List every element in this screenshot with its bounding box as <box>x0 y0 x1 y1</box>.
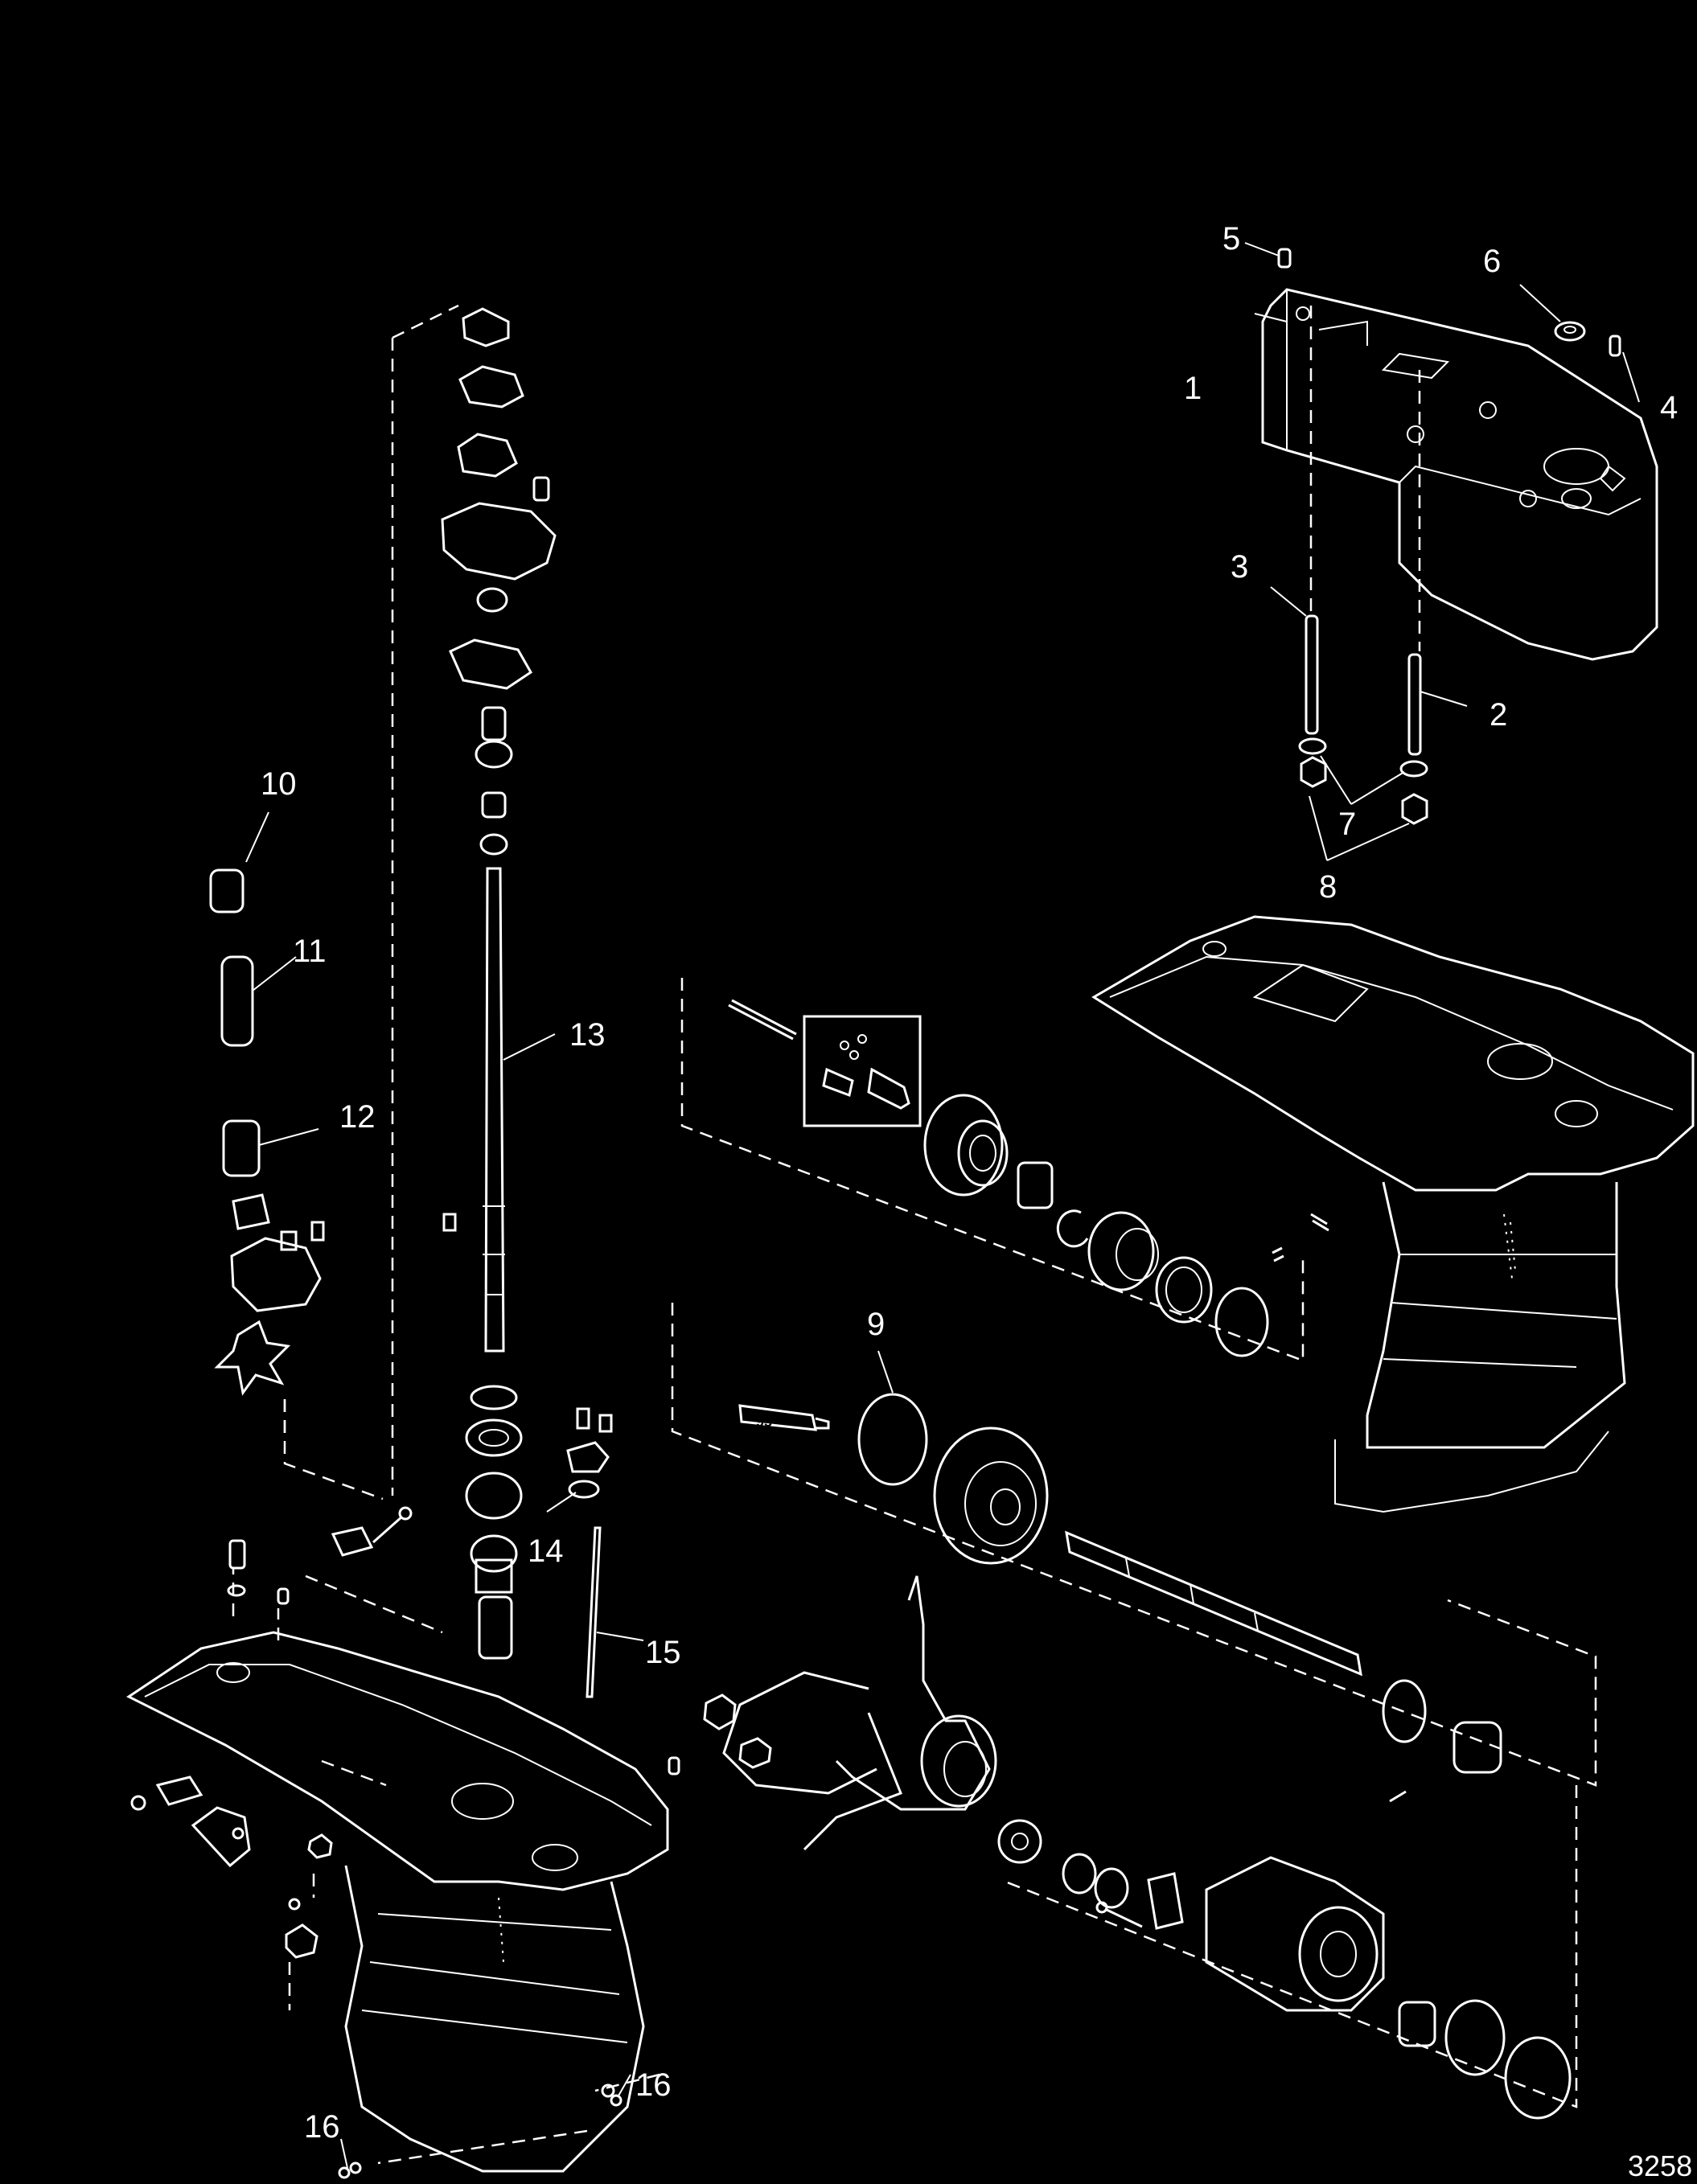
propeller <box>722 1575 997 1851</box>
tapered-bearing <box>1087 1211 1159 1291</box>
shift-shaft-o-ring-14 <box>568 1480 600 1499</box>
seal-lower <box>479 833 508 856</box>
plug-left <box>277 1587 290 1605</box>
dowel-pin-4 <box>1609 335 1621 357</box>
washers-nuts-7-8 <box>1298 737 1428 825</box>
insert <box>481 706 507 741</box>
sleeve-11 <box>220 955 254 1047</box>
gasket-3 <box>449 638 532 690</box>
figure-number: 3258 <box>1628 2149 1692 2182</box>
detail-box <box>803 1015 922 1127</box>
sleeve-12 <box>222 1119 261 1177</box>
gasket-2 <box>457 433 518 478</box>
gear-housing-large <box>1091 915 1695 1513</box>
pump-base-bolt <box>532 476 550 502</box>
sleeve-lower <box>478 1595 513 1660</box>
screw-16a <box>601 2083 623 2107</box>
clutch <box>1453 1721 1502 1774</box>
washer <box>997 1819 1042 1864</box>
shims <box>1272 1213 1329 1262</box>
callout-8: 8 <box>1319 869 1337 905</box>
callout-15: 15 <box>645 1635 681 1670</box>
fin-bolt <box>285 1898 318 1959</box>
callout-7: 7 <box>1338 807 1356 842</box>
o-ring-large <box>1214 1287 1269 1357</box>
stud-2 <box>1407 653 1422 756</box>
thrust-washer <box>1504 2036 1572 2120</box>
shift-shaft-bushing <box>566 1407 613 1473</box>
anode-left <box>130 1776 203 1811</box>
bearing-carrier <box>1205 1856 1385 2012</box>
bushing <box>481 791 507 819</box>
small-key <box>442 1213 457 1232</box>
bearing-race <box>1155 1256 1213 1324</box>
spacer <box>1062 1853 1129 1909</box>
sleeve-10 <box>209 868 244 913</box>
plate <box>458 365 524 408</box>
bolt-left <box>227 1539 246 1597</box>
bearing-seal <box>475 740 513 769</box>
callout-10: 10 <box>261 766 297 802</box>
snap-ring <box>1056 1209 1089 1248</box>
roller-bearing <box>1017 1161 1054 1209</box>
reverse-bushing <box>1147 1872 1184 1930</box>
thrust-hub <box>738 1737 772 1769</box>
lubricant-tube-95 <box>738 1404 830 1431</box>
o-ring-9 <box>857 1393 928 1486</box>
callout-5: 5 <box>1222 221 1240 257</box>
dowel-pin-5 <box>1277 248 1292 269</box>
callout-4: 4 <box>1660 390 1678 425</box>
gear-housing-lower-left <box>126 1631 669 2173</box>
callout-2: 2 <box>1489 697 1507 733</box>
tube-label: 95 <box>756 1414 772 1430</box>
o-ring-small <box>1382 1679 1427 1743</box>
callout-12: 12 <box>339 1099 376 1135</box>
tab-washer <box>703 1693 737 1730</box>
callout-1: 1 <box>1184 371 1202 406</box>
shift-shaft-15 <box>586 1526 602 1698</box>
seal-upper <box>476 587 508 613</box>
callout-11: 11 <box>293 934 327 969</box>
pinion-bearing-cup <box>465 1418 523 1457</box>
callout-14: 14 <box>528 1533 564 1569</box>
gasket-top <box>462 307 510 347</box>
screw-16b <box>338 2161 362 2179</box>
callout-6: 6 <box>1483 244 1501 279</box>
anode-bolt <box>372 1506 413 1544</box>
washer-mid <box>307 1833 333 1859</box>
driveshaft-13 <box>483 867 505 1353</box>
anode-block <box>331 1526 374 1557</box>
impeller <box>214 1320 291 1396</box>
bolt-small <box>1095 1901 1143 1928</box>
leader-lines <box>245 242 1640 2169</box>
callout-3: 3 <box>1231 549 1248 585</box>
callout-16-left: 16 <box>304 2109 340 2145</box>
callout-16-right: 16 <box>635 2067 672 2103</box>
bearing-carrier-forward <box>923 1094 1009 1197</box>
pinion-bearing <box>465 1472 523 1520</box>
impeller-housing <box>230 1193 325 1312</box>
washer-6 <box>1554 321 1586 342</box>
plug-right <box>668 1756 680 1776</box>
driveshaft-o-ring <box>470 1385 518 1410</box>
bearing-small <box>1398 2001 1436 2047</box>
callout-9: 9 <box>867 1307 885 1342</box>
callout-13: 13 <box>569 1017 606 1053</box>
forward-gear <box>933 1427 1049 1565</box>
shift-spring <box>728 999 797 1041</box>
seal-ring <box>1444 1999 1506 2076</box>
propeller-shaft <box>1065 1530 1362 1677</box>
stud-3 <box>1305 614 1319 735</box>
trim-tab <box>191 1806 251 1868</box>
pump-cover <box>441 502 557 581</box>
pinion-gear <box>470 1534 518 1594</box>
cross-pin <box>1389 1790 1407 1803</box>
upper-housing-bracket <box>1261 288 1658 661</box>
